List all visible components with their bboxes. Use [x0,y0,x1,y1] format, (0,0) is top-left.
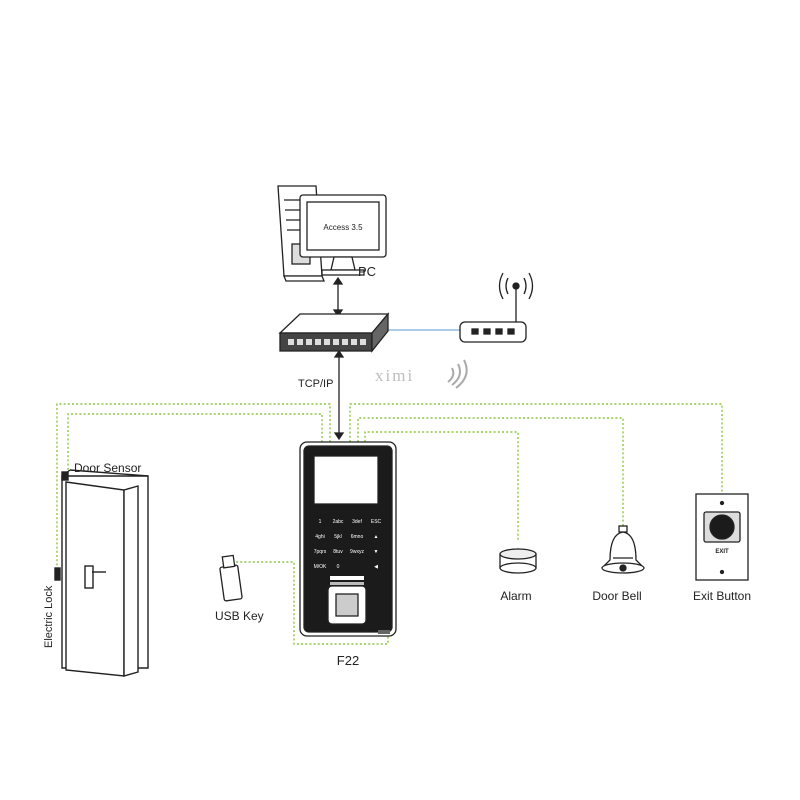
green-wires [56,403,723,645]
wiring [56,276,723,645]
pc-monitor [299,194,387,276]
network-switch [278,312,390,353]
pc-switch-arrow [332,276,344,318]
wifi-router [459,272,534,343]
exit-button-label: Exit Button [693,589,751,603]
terminal-screen [313,455,379,505]
alarm-label: Alarm [500,589,531,603]
door-bell-label: Door Bell [592,589,641,603]
key-3: 3def [352,519,362,525]
key-6: 6mno [351,534,364,540]
switch-ports [288,339,366,345]
exit-button-icon [695,493,749,581]
door-handle [84,565,94,589]
terminal-keypad: 1 2abc 3def ESC 4ghi 5jkl 6mno ▲ 7pqrs 8… [314,519,382,570]
wire-alarm [364,431,519,542]
watermark: ximi [375,359,468,389]
door-sensor-label: Door Sensor [74,461,141,475]
tcpip-label: TCP/IP [298,378,333,390]
key-2: 2abc [333,519,344,525]
key-back: ◀ [374,564,378,570]
key-8: 8tuv [333,549,343,555]
watermark-wifi-icon [447,359,468,389]
wire-usb-key [236,561,389,645]
electric-lock-label: Electric Lock [43,585,55,648]
pc-label: PC [358,264,376,279]
key-0: 0 [337,564,340,570]
exit-button-caption: EXIT [715,549,729,555]
key-up: ▲ [374,534,379,540]
watermark-text: ximi [375,366,414,385]
f22-terminal [299,441,397,637]
key-5: 5jkl [334,534,342,540]
monitor-screen-text: Access 3.5 [323,223,363,232]
door-bell-icon [601,525,645,574]
wire-exit-button [349,403,723,494]
key-1: 1 [319,519,322,525]
door-leaf [65,481,125,677]
wire-door-bell [357,417,624,530]
key-9: 9wxyz [350,549,364,555]
key-4: 4ghi [315,534,324,540]
key-esc: ESC [371,519,382,525]
key-7: 7pqrs [314,549,327,555]
usb-key-icon [219,554,243,602]
tcpip-arrow [333,349,345,441]
pc-computer: Access 3.5 PC [277,185,387,282]
usb-key-label: USB Key [215,609,264,623]
alarm-icon [499,548,537,574]
key-ok: M/OK [314,564,327,570]
device-label: F22 [337,653,359,668]
wire-door-sensor [67,413,323,474]
door [54,469,149,677]
key-down: ▼ [374,549,379,555]
